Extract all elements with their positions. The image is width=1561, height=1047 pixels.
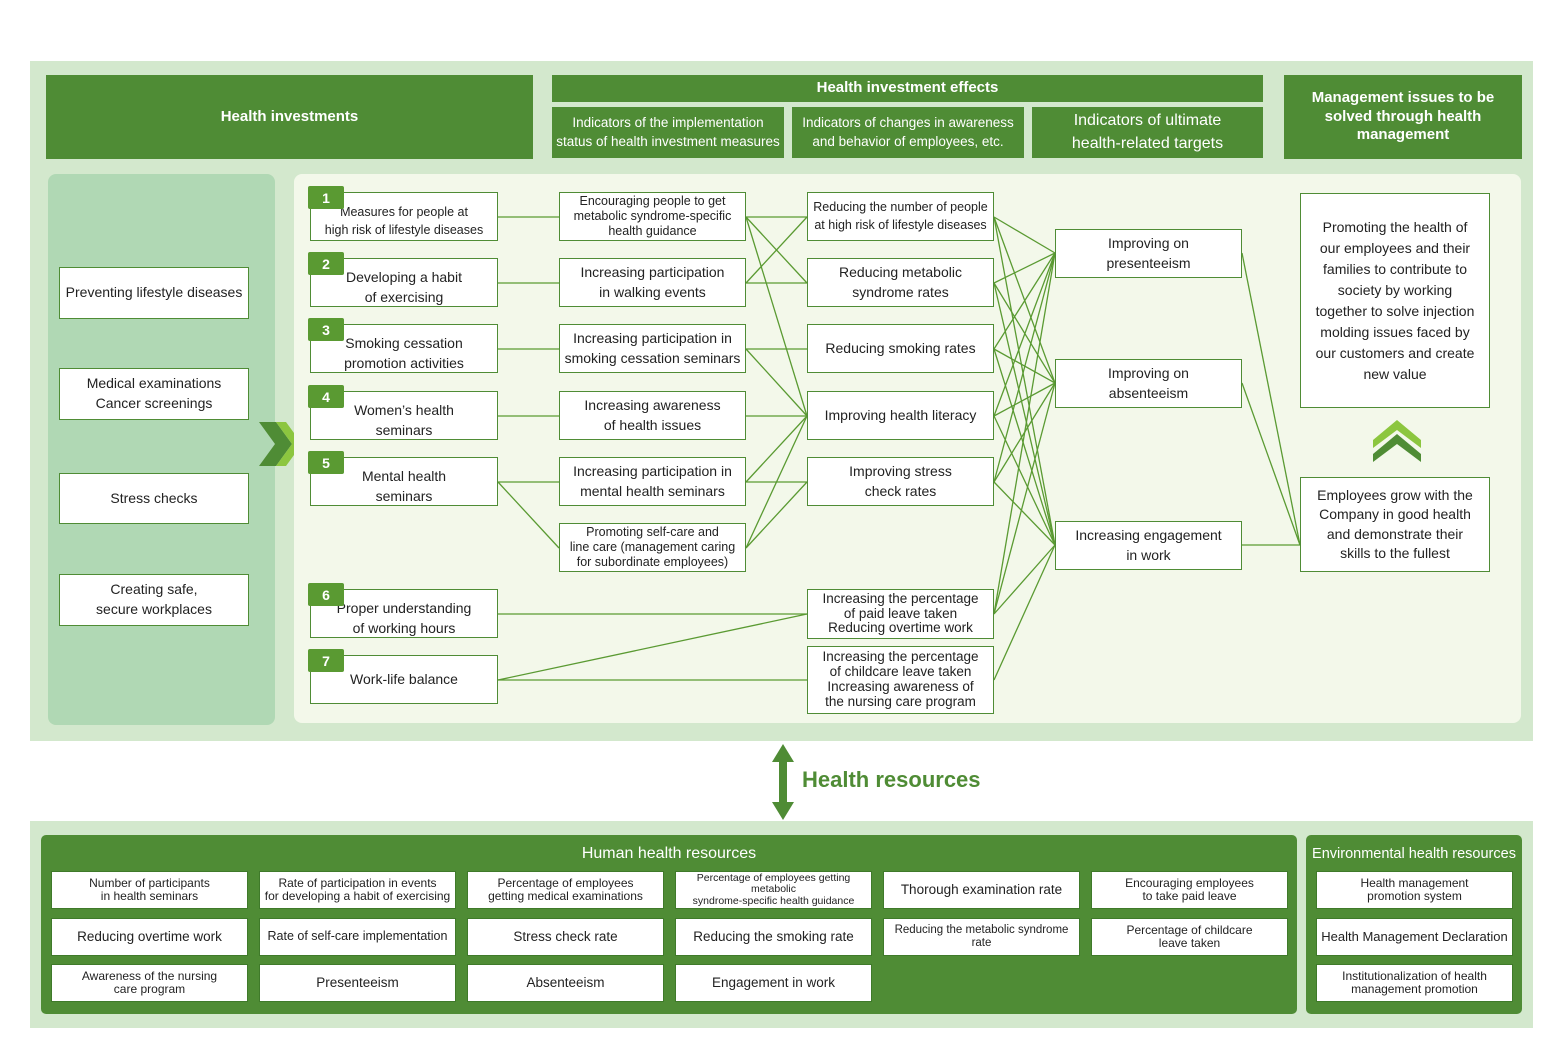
human-resources-panel <box>41 835 1297 1014</box>
awareness-smoking-rates: Reducing smoking rates <box>807 324 994 373</box>
implementation-self-care: Promoting self-care and line care (manag… <box>559 523 746 572</box>
resource-thorough-exam-rate: Thorough examination rate <box>883 871 1080 909</box>
resource-exercise-participation: Rate of participation in events for deve… <box>259 871 456 909</box>
resource-metabolic-guidance-rate: Percentage of employees getting metaboli… <box>675 871 872 909</box>
header-management-issues: Management issues to be solved through h… <box>1284 75 1522 159</box>
investment-safe-workplaces: Creating safe, secure workplaces <box>59 574 249 626</box>
investment-medical-examinations: Medical examinations Cancer screenings <box>59 368 249 420</box>
resource-institutionalization: Institutionalization of health managemen… <box>1316 964 1513 1002</box>
implementation-health-awareness: Increasing awareness of health issues <box>559 391 746 440</box>
measure-1-box: Measures for people at high risk of life… <box>310 192 498 241</box>
implementation-walking-events: Increasing participation in walking even… <box>559 258 746 307</box>
resource-self-care-rate: Rate of self-care implementation <box>259 918 456 956</box>
investments-column <box>48 174 275 725</box>
management-employees-grow-box: Employees grow with the Company in good … <box>1300 477 1490 572</box>
awareness-metabolic-rates: Reducing metabolic syndrome rates <box>807 258 994 307</box>
resource-presenteeism: Presenteeism <box>259 964 456 1002</box>
resource-childcare-leave: Percentage of childcare leave taken <box>1091 918 1288 956</box>
header-ultimate-indicators: Indicators of ultimate health-related ta… <box>1032 107 1263 158</box>
measure-5-number: 5 <box>308 451 344 474</box>
resource-promotion-system: Health management promotion system <box>1316 871 1513 909</box>
header-awareness-indicators: Indicators of changes in awareness and b… <box>792 107 1024 158</box>
awareness-paid-leave: Increasing the percentage of paid leave … <box>807 589 994 639</box>
resource-smoking-rate: Reducing the smoking rate <box>675 918 872 956</box>
header-health-investments: Health investments <box>46 75 533 159</box>
measure-2-number: 2 <box>308 252 344 275</box>
awareness-childcare-leave: Increasing the percentage of childcare l… <box>807 646 994 714</box>
investment-stress-checks: Stress checks <box>59 473 249 524</box>
health-resources-title: Health resources <box>802 767 981 792</box>
investment-lifestyle-diseases: Preventing lifestyle diseases <box>59 267 249 319</box>
header-implementation-indicators: Indicators of the implementation status … <box>552 107 784 158</box>
resource-medical-exam-rate: Percentage of employees getting medical … <box>467 871 664 909</box>
implementation-metabolic-guidance: Encouraging people to get metabolic synd… <box>559 192 746 241</box>
double-arrow-icon <box>772 744 794 820</box>
implementation-mental-seminars: Increasing participation in mental healt… <box>559 457 746 506</box>
chevron-up-icon <box>1373 420 1421 462</box>
measure-1-number: 1 <box>308 186 344 209</box>
implementation-smoking-seminars: Increasing participation in smoking cess… <box>559 324 746 373</box>
measure-6-number: 6 <box>308 583 344 606</box>
header-health-investment-effects: Health investment effects <box>552 75 1263 102</box>
resource-overtime: Reducing overtime work <box>51 918 248 956</box>
awareness-stress-check-rates: Improving stress check rates <box>807 457 994 506</box>
ultimate-engagement: Increasing engagement in work <box>1055 521 1242 570</box>
resource-stress-check-rate: Stress check rate <box>467 918 664 956</box>
resource-metabolic-rate: Reducing the metabolic syndrome rate <box>883 918 1080 956</box>
ultimate-presenteeism: Improving on presenteeism <box>1055 229 1242 278</box>
measure-7-box: Work-life balance <box>310 655 498 704</box>
awareness-high-risk-people: Reducing the number of people at high ri… <box>807 192 994 241</box>
measure-3-box: Smoking cessation promotion activities <box>310 324 498 373</box>
resource-management-declaration: Health Management Declaration <box>1316 918 1513 956</box>
measure-3-number: 3 <box>308 318 344 341</box>
resource-engagement: Engagement in work <box>675 964 872 1002</box>
human-resources-title: Human health resources <box>581 845 757 862</box>
resource-seminar-participants: Number of participants in health seminar… <box>51 871 248 909</box>
awareness-health-literacy: Improving health literacy <box>807 391 994 440</box>
resource-nursing-care-awareness: Awareness of the nursing care program <box>51 964 248 1002</box>
resource-paid-leave: Encouraging employees to take paid leave <box>1091 871 1288 909</box>
measure-7-number: 7 <box>308 649 344 672</box>
measure-4-number: 4 <box>308 385 344 408</box>
management-purpose-box: Promoting the health of our employees an… <box>1300 193 1490 408</box>
environmental-resources-title: Environmental health resources <box>1312 846 1516 862</box>
ultimate-absenteeism: Improving on absenteeism <box>1055 359 1242 408</box>
resource-absenteeism: Absenteeism <box>467 964 664 1002</box>
measure-6-box: Proper understanding of working hours <box>310 589 498 638</box>
